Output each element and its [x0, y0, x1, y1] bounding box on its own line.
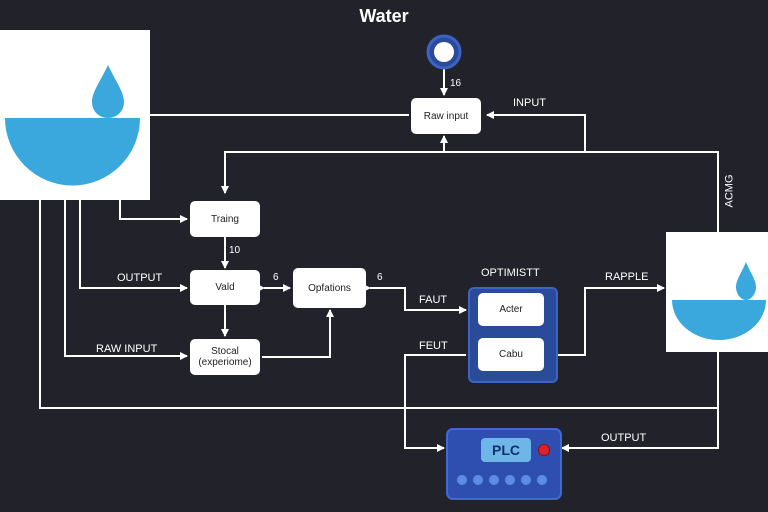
plc-port-dot	[489, 475, 499, 485]
water-drop-icon-right	[672, 262, 766, 340]
arrow-stochastic-to-operations	[262, 309, 334, 358]
count-label-16: 16	[450, 78, 462, 89]
water-tank-panel-right	[666, 232, 768, 352]
arrow-output-to-plc	[561, 408, 719, 452]
water-source-icon	[426, 34, 462, 70]
raw-input-label-left: RAW INPUT	[96, 343, 158, 355]
input-label: INPUT	[513, 97, 546, 109]
feut-label: FEUT	[419, 340, 448, 352]
operations-node: Opfations	[293, 268, 366, 308]
actuator-node: Acter	[478, 293, 544, 326]
count-label-6b: 6	[377, 272, 383, 283]
stochastic-node: Stocal (experiome)	[190, 339, 260, 375]
arrow-input-to-raw-input	[486, 111, 586, 152]
stochastic-node-line1: Stocal	[211, 346, 239, 357]
raw-input-node: Raw input	[411, 98, 481, 134]
arrow-to-training	[119, 200, 188, 223]
plc-label: PLC	[481, 438, 531, 462]
plc-port-dot	[457, 475, 467, 485]
valid-node: Vald	[190, 270, 260, 305]
arrow-raw-input-to-stochastic	[64, 200, 188, 360]
arrow-operations-to-actuator	[363, 284, 467, 314]
output-label-bottom: OUTPUT	[601, 432, 647, 444]
arrow-feut-to-plc	[404, 354, 466, 452]
count-label-6a: 6	[273, 272, 279, 283]
arrow-output-to-valid	[79, 200, 188, 292]
plc-port-dot	[473, 475, 483, 485]
acmg-label: ACMG	[723, 174, 736, 208]
stochastic-node-line2: (experiome)	[198, 357, 252, 368]
count-label-10: 10	[229, 245, 241, 256]
diagram-title: Water	[359, 6, 409, 26]
output-label-left: OUTPUT	[117, 272, 163, 284]
water-tank-panel-left	[0, 30, 150, 200]
plc-port-dot	[521, 475, 531, 485]
plc-port-dot	[537, 475, 547, 485]
water-drop-icon	[5, 65, 140, 186]
line-bottom-loop	[39, 200, 719, 409]
training-node: Traing	[190, 201, 260, 237]
rapple-label: RAPPLE	[605, 271, 649, 283]
plc-status-led	[538, 444, 550, 456]
optimist-label: OPTIMISTT	[481, 267, 540, 279]
line-feedback-loop	[224, 151, 719, 232]
faut-label: FAUT	[419, 294, 448, 306]
plc-port-dot	[505, 475, 515, 485]
control-node: Cabu	[478, 338, 544, 371]
arrow-optimizer-to-right-panel	[555, 284, 665, 356]
